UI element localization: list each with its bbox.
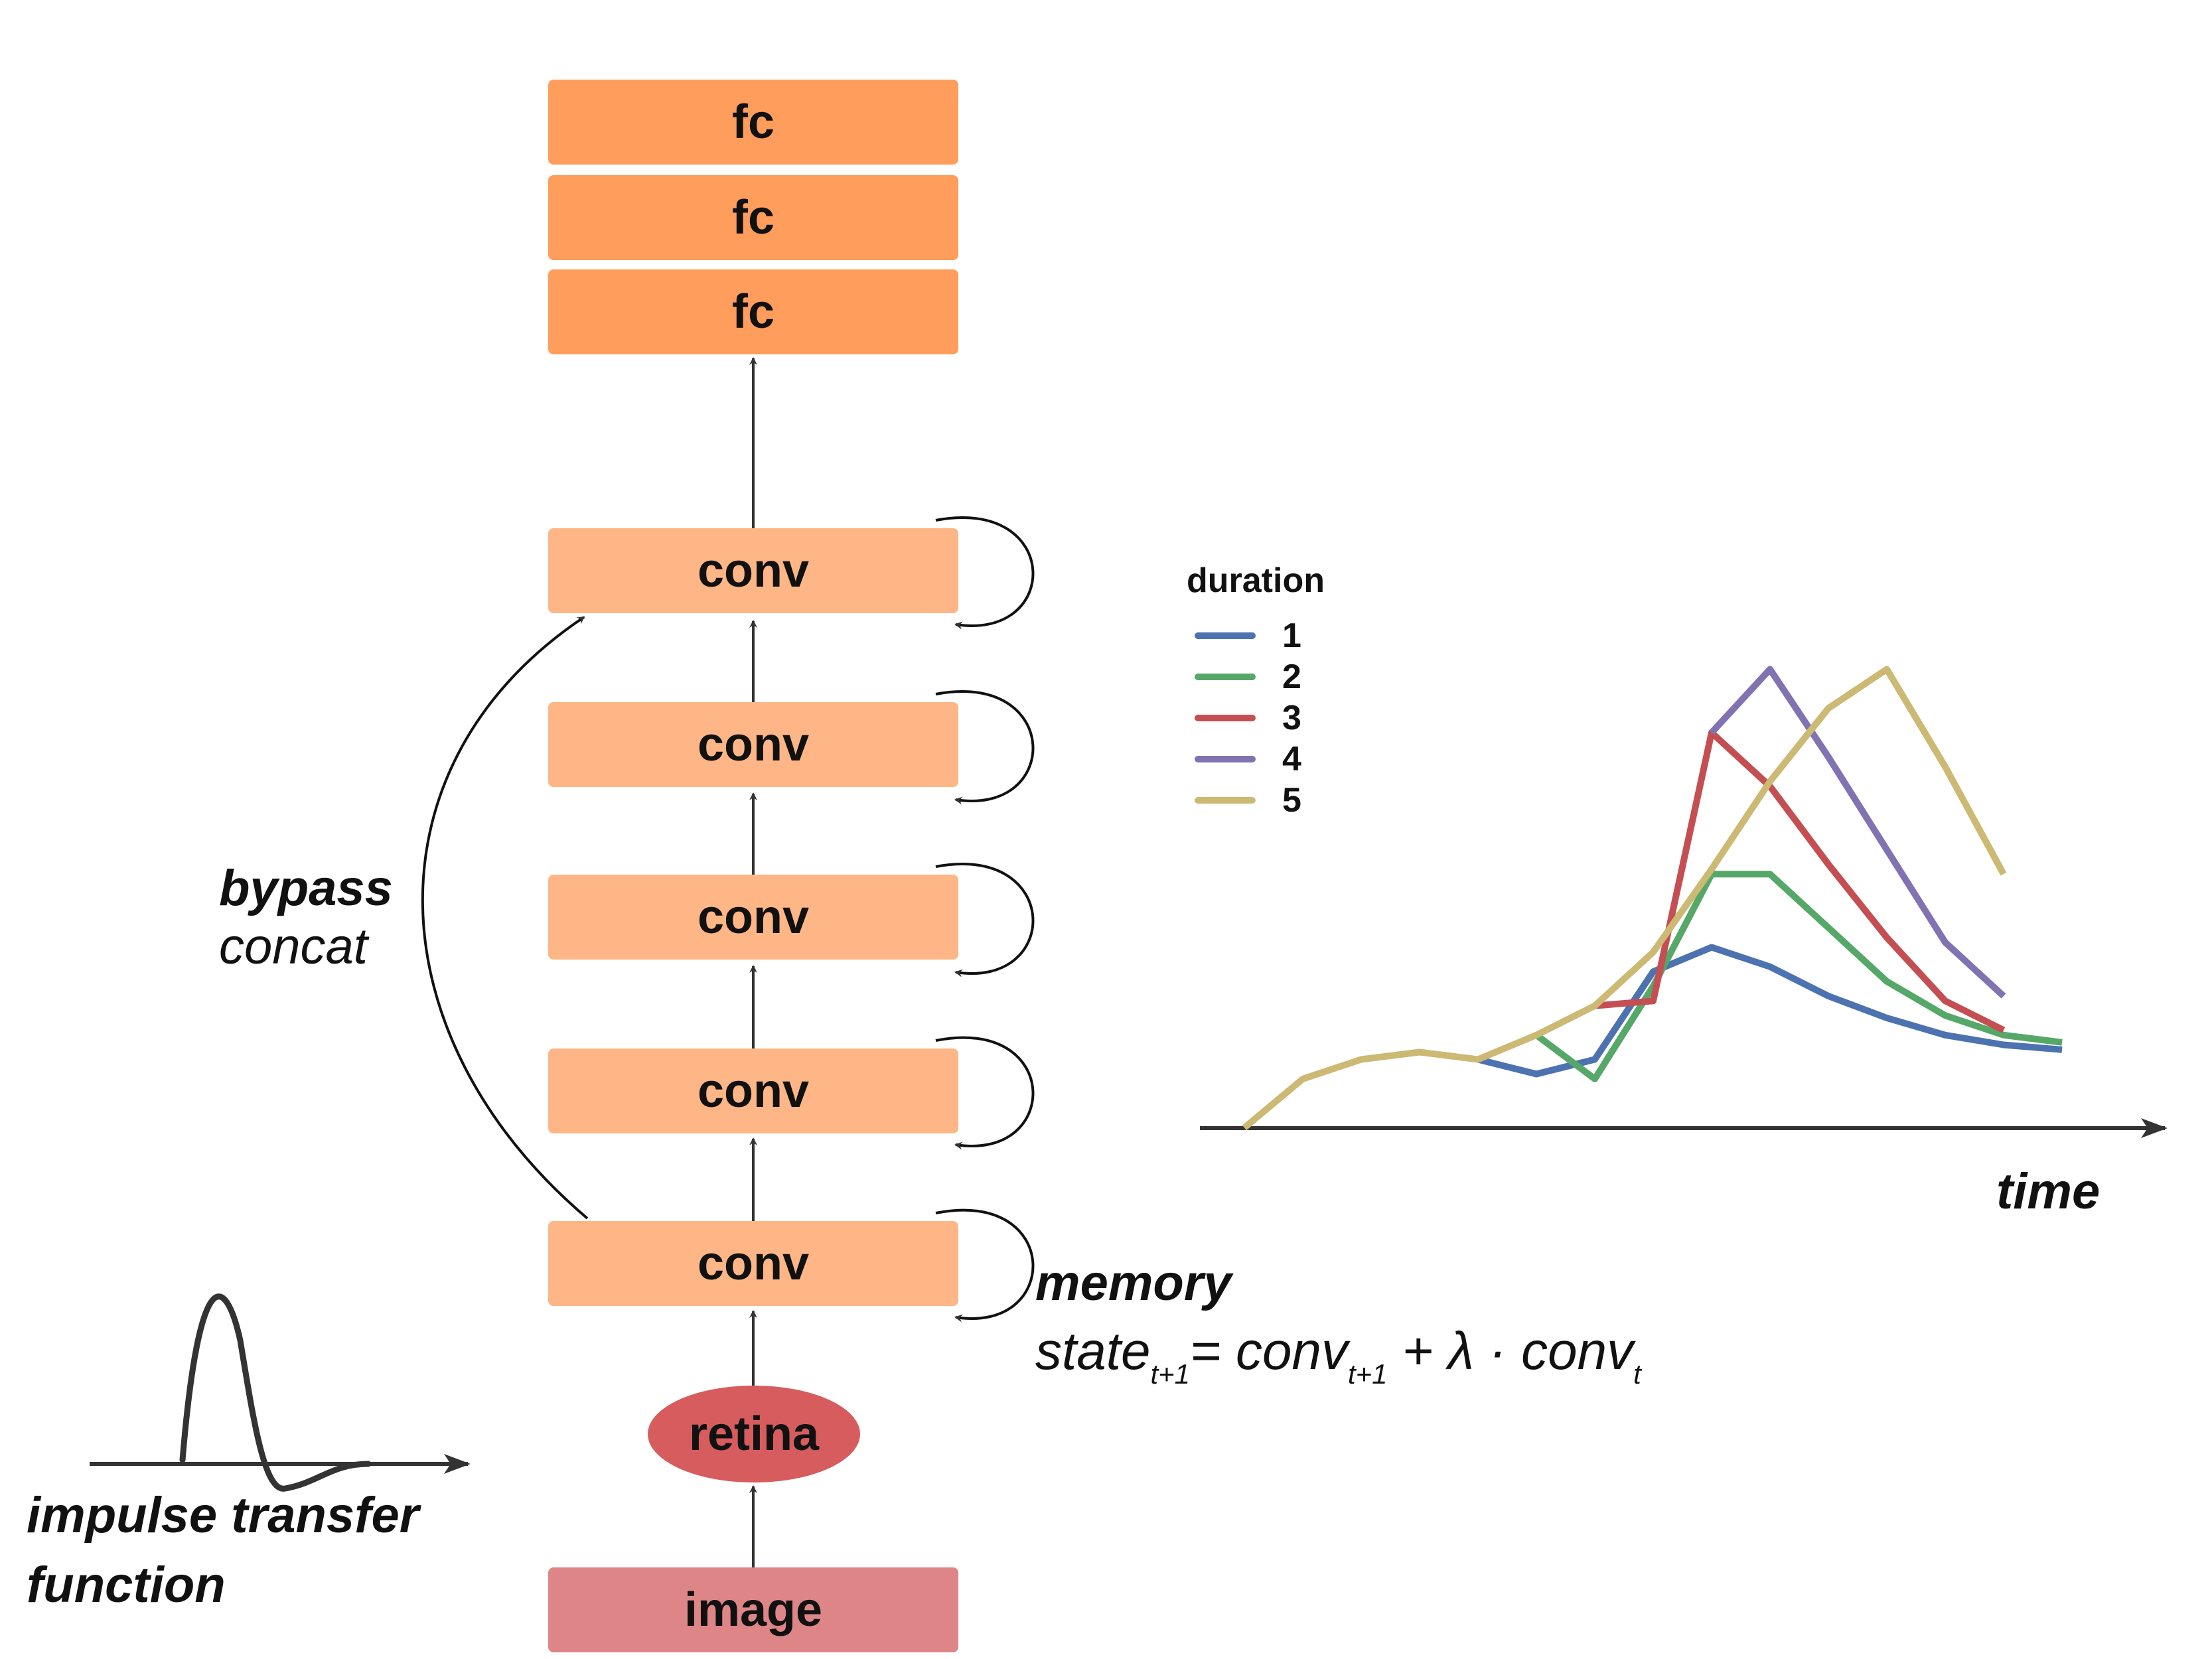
legend-item-5: 5 — [1195, 780, 1301, 820]
legend-item-1: 1 — [1195, 616, 1301, 656]
conv-layer-3: conv — [548, 875, 958, 960]
conv-layer-4: conv — [548, 702, 958, 787]
legend-item-3: 3 — [1195, 698, 1301, 738]
chart-line-duration-5 — [1242, 666, 2007, 1131]
memory-loop-1 — [935, 1208, 1035, 1323]
legend-label-5: 5 — [1282, 781, 1301, 820]
fc-layer-3: fc — [548, 80, 958, 165]
chart-line-duration-4 — [1709, 666, 2006, 999]
legend-label-1: 1 — [1282, 616, 1301, 655]
legend-label-4: 4 — [1282, 740, 1301, 778]
legend-swatch-1 — [1195, 632, 1256, 639]
formula-equals: = — [1190, 1321, 1236, 1380]
conv-layer-5: conv — [548, 528, 958, 613]
memory-loop-2 — [935, 1036, 1035, 1150]
fc-layer-1: fc — [548, 269, 958, 354]
impulse-label-line1: impulse transfer — [27, 1487, 419, 1544]
legend-swatch-5 — [1195, 797, 1256, 804]
concat-label: concat — [219, 918, 368, 975]
time-axis-label: time — [1996, 1163, 2101, 1220]
chart-line-duration-2 — [1534, 871, 2063, 1082]
memory-label: memory — [1035, 1255, 1232, 1311]
legend-item-4: 4 — [1195, 739, 1301, 779]
conv-layer-1: conv — [548, 1221, 958, 1306]
memory-loop-5 — [935, 516, 1035, 630]
legend-title: duration — [1187, 561, 1325, 600]
formula-state-sub: t+1 — [1150, 1358, 1190, 1390]
image-input: image — [548, 1567, 958, 1652]
legend-swatch-2 — [1195, 674, 1256, 680]
memory-formula: statet+1= convt+1 + λ · convt — [1035, 1321, 1641, 1390]
bypass-label: bypass — [219, 860, 393, 916]
legend-label-3: 3 — [1282, 699, 1301, 737]
formula-conv1-sub: t+1 — [1347, 1358, 1388, 1390]
conv-layer-2: conv — [548, 1048, 958, 1133]
bypass-arc — [421, 616, 589, 1220]
formula-conv1: conv — [1235, 1321, 1348, 1380]
formula-conv2: conv — [1521, 1321, 1634, 1380]
fc-layer-2: fc — [548, 175, 958, 260]
formula-state: state — [1035, 1321, 1151, 1380]
legend-swatch-3 — [1195, 715, 1256, 721]
chart-series-group — [1242, 666, 2063, 1131]
impulse-curve — [179, 1293, 372, 1492]
legend-item-2: 2 — [1195, 657, 1301, 697]
legend-label-2: 2 — [1282, 658, 1301, 696]
chart-line-duration-3 — [1594, 729, 2006, 1033]
retina-node: retina — [648, 1386, 860, 1482]
legend-swatch-4 — [1195, 756, 1256, 762]
formula-plus-lambda: + λ · — [1387, 1321, 1522, 1380]
formula-conv2-sub: t — [1633, 1358, 1641, 1390]
impulse-label-line2: function — [27, 1557, 226, 1613]
memory-loop-4 — [935, 690, 1035, 805]
memory-loop-3 — [935, 863, 1035, 977]
